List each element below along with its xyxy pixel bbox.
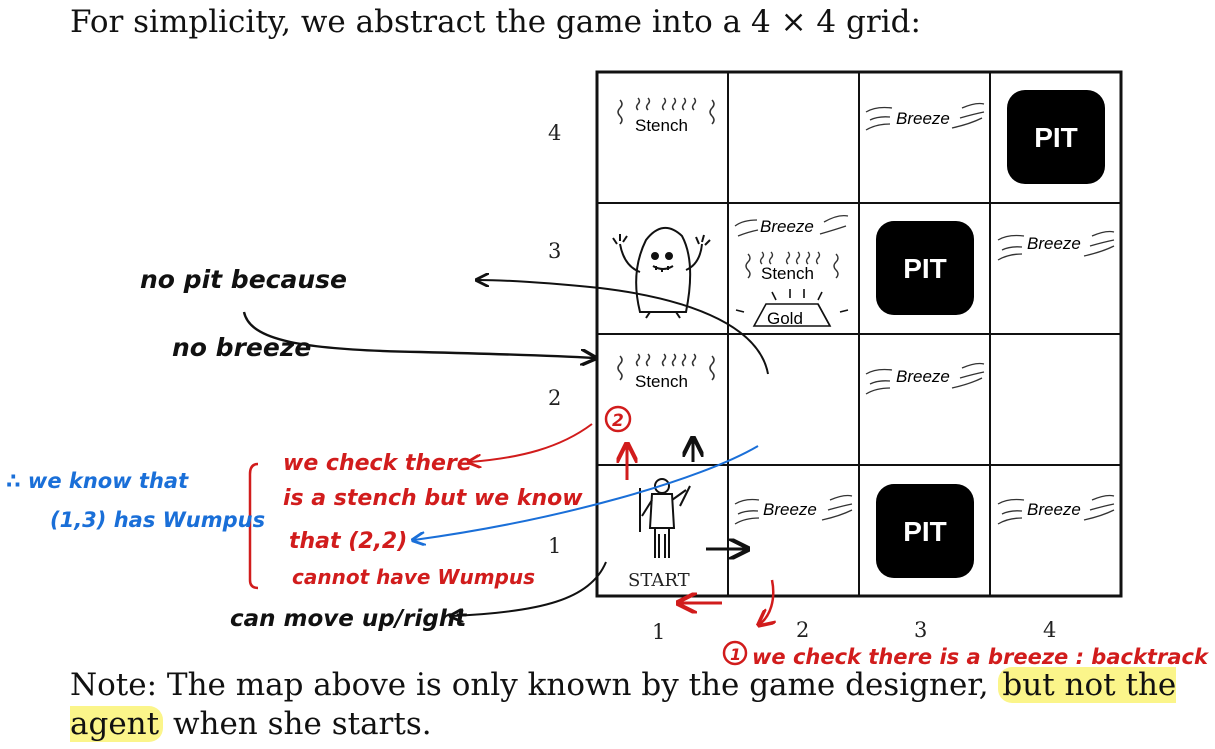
cell-r3c2-stench: Stench — [761, 264, 814, 283]
annotation-cannot-have-wumpus: cannot have Wumpus — [292, 565, 535, 589]
col-label-1: 1 — [652, 620, 665, 644]
breeze-icon — [997, 494, 1115, 525]
intro-sentence: For simplicity, we abstract the game int… — [70, 4, 921, 40]
annotation-is-a-stench: is a stench but we know — [283, 486, 583, 511]
red-circle-1 — [722, 640, 748, 666]
intro-prefix: For simplicity, we abstract the game int… — [70, 4, 752, 40]
row-label-4: 4 — [548, 121, 561, 145]
pit-icon — [876, 221, 974, 315]
col-label-3: 3 — [914, 618, 927, 642]
annotation-has-wumpus: (1,3) has Wumpus — [50, 508, 265, 532]
arrow-to-cell-r2c1 — [242, 311, 594, 358]
cell-r1c3-pit: PIT — [903, 516, 947, 547]
row-label-2: 2 — [548, 386, 561, 410]
col-label-4: 4 — [1043, 618, 1056, 642]
cell-r3c2-gold: Gold — [767, 309, 803, 328]
agent-icon — [639, 478, 691, 558]
cell-r2c3-breeze: Breeze — [896, 367, 950, 386]
annotation-circle-1-label: 1 — [730, 645, 741, 664]
pit-icon — [876, 484, 974, 578]
cell-r1c1-start: START — [628, 570, 690, 591]
annotation-that-2-2: that (2,2) — [289, 529, 407, 554]
intro-math: 4 × 4 — [751, 4, 837, 40]
annotation-circle-2-label: 2 — [612, 411, 624, 431]
arrow-to-we-check-there — [470, 423, 593, 462]
note-suffix: when she starts. — [163, 706, 432, 742]
annotation-no-pit-because: no pit because — [140, 265, 347, 294]
cell-r3c4-breeze: Breeze — [1027, 234, 1081, 253]
cell-r3c3-pit: PIT — [903, 253, 947, 284]
cell-r4c4-pit: PIT — [1034, 122, 1078, 153]
annotation-can-move: can move up/right — [230, 606, 467, 632]
red-circle-2 — [604, 405, 632, 433]
note-prefix: Note: The map above is only known by the… — [70, 667, 999, 703]
arrow-to-no-pit — [478, 280, 769, 375]
arrow-red-down — [760, 579, 773, 624]
row-label-3: 3 — [548, 239, 561, 263]
cell-r4c1-stench: Stench — [635, 116, 688, 135]
intro-suffix: grid: — [836, 4, 921, 40]
cell-r3c2-breeze: Breeze — [760, 217, 814, 236]
cell-r4c3-breeze: Breeze — [896, 109, 950, 128]
breeze-icon — [734, 494, 853, 525]
red-bracket — [248, 462, 259, 590]
stench-icon — [745, 251, 839, 279]
row-label-1: 1 — [548, 534, 561, 558]
stench-icon — [617, 97, 715, 125]
annotation-we-check-there: we check there — [283, 451, 472, 476]
stench-icon — [617, 353, 715, 381]
annotation-no-breeze: no breeze — [172, 333, 311, 362]
arrow-to-can-move — [452, 561, 607, 616]
breeze-icon — [734, 214, 849, 237]
breeze-icon — [997, 230, 1115, 261]
breeze-icon — [865, 362, 985, 395]
cell-r2c1-stench: Stench — [635, 372, 688, 391]
gold-icon — [735, 289, 849, 327]
cell-r1c2-breeze: Breeze — [763, 500, 817, 519]
annotation-we-know-that: ∴ we know that — [6, 469, 189, 493]
col-label-2: 2 — [796, 618, 809, 642]
arrow-blue-to-2-2 — [414, 445, 759, 540]
note-paragraph: Note: The map above is only known by the… — [70, 666, 1190, 744]
cell-r1c4-breeze: Breeze — [1027, 500, 1081, 519]
annotation-breeze-backtrack: we check there is a breeze : backtrack — [752, 645, 1210, 669]
wumpus-icon — [612, 227, 711, 319]
pit-icon — [1007, 90, 1105, 184]
breeze-icon — [865, 102, 985, 131]
